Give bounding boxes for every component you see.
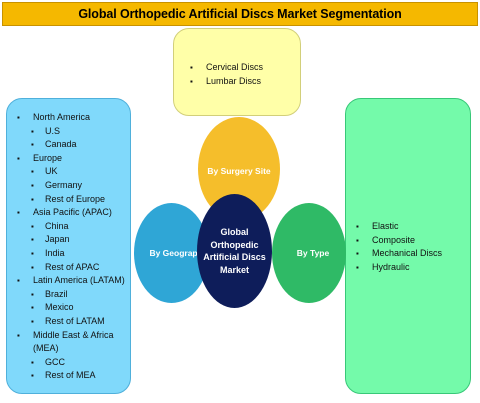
surgery-site-label: By Surgery Site <box>207 166 271 176</box>
geography-subitem: Rest of MEA <box>13 369 130 383</box>
geography-item: Latin America (LATAM) <box>13 274 130 288</box>
geography-subitem: China <box>13 220 130 234</box>
geography-item: Middle East & Africa (MEA) <box>13 329 130 356</box>
geography-subitem: U.S <box>13 125 130 139</box>
type-box: Elastic Composite Mechanical Discs Hydra… <box>345 98 471 394</box>
page-title: Global Orthopedic Artificial Discs Marke… <box>2 2 478 26</box>
geography-subitem: India <box>13 247 130 261</box>
surgery-site-item: Lumbar Discs <box>186 75 300 89</box>
type-item: Elastic <box>352 220 470 234</box>
geography-item: North America <box>13 111 130 125</box>
type-item: Mechanical Discs <box>352 247 470 261</box>
geography-subitem: Germany <box>13 179 130 193</box>
geography-subitem: Mexico <box>13 301 130 315</box>
geography-subitem: UK <box>13 165 130 179</box>
geography-subitem: Canada <box>13 138 130 152</box>
surgery-site-box: Cervical Discs Lumbar Discs <box>173 28 301 116</box>
surgery-site-item: Cervical Discs <box>186 61 300 75</box>
surgery-site-list: Cervical Discs Lumbar Discs <box>186 61 300 88</box>
geography-item: Europe <box>13 152 130 166</box>
geography-item: Asia Pacific (APAC) <box>13 206 130 220</box>
type-item: Composite <box>352 234 470 248</box>
geography-circle: By Geography <box>134 203 209 303</box>
center-label: Global Orthopedic Artificial Discs Marke… <box>203 227 266 275</box>
geography-list: North AmericaU.SCanadaEuropeUKGermanyRes… <box>13 111 130 383</box>
geography-subitem: Rest of LATAM <box>13 315 130 329</box>
geography-label: By Geography <box>149 248 208 258</box>
geography-subitem: Japan <box>13 233 130 247</box>
geography-subitem: GCC <box>13 356 130 370</box>
type-circle: By Type <box>272 203 346 303</box>
type-label: By Type <box>296 248 330 258</box>
geography-subitem: Rest of APAC <box>13 261 130 275</box>
geography-box: North AmericaU.SCanadaEuropeUKGermanyRes… <box>6 98 131 394</box>
geography-subitem: Rest of Europe <box>13 193 130 207</box>
geography-subitem: Brazil <box>13 288 130 302</box>
center-circle: Global Orthopedic Artificial Discs Marke… <box>197 194 272 308</box>
type-item: Hydraulic <box>352 261 470 275</box>
type-list: Elastic Composite Mechanical Discs Hydra… <box>352 220 470 274</box>
